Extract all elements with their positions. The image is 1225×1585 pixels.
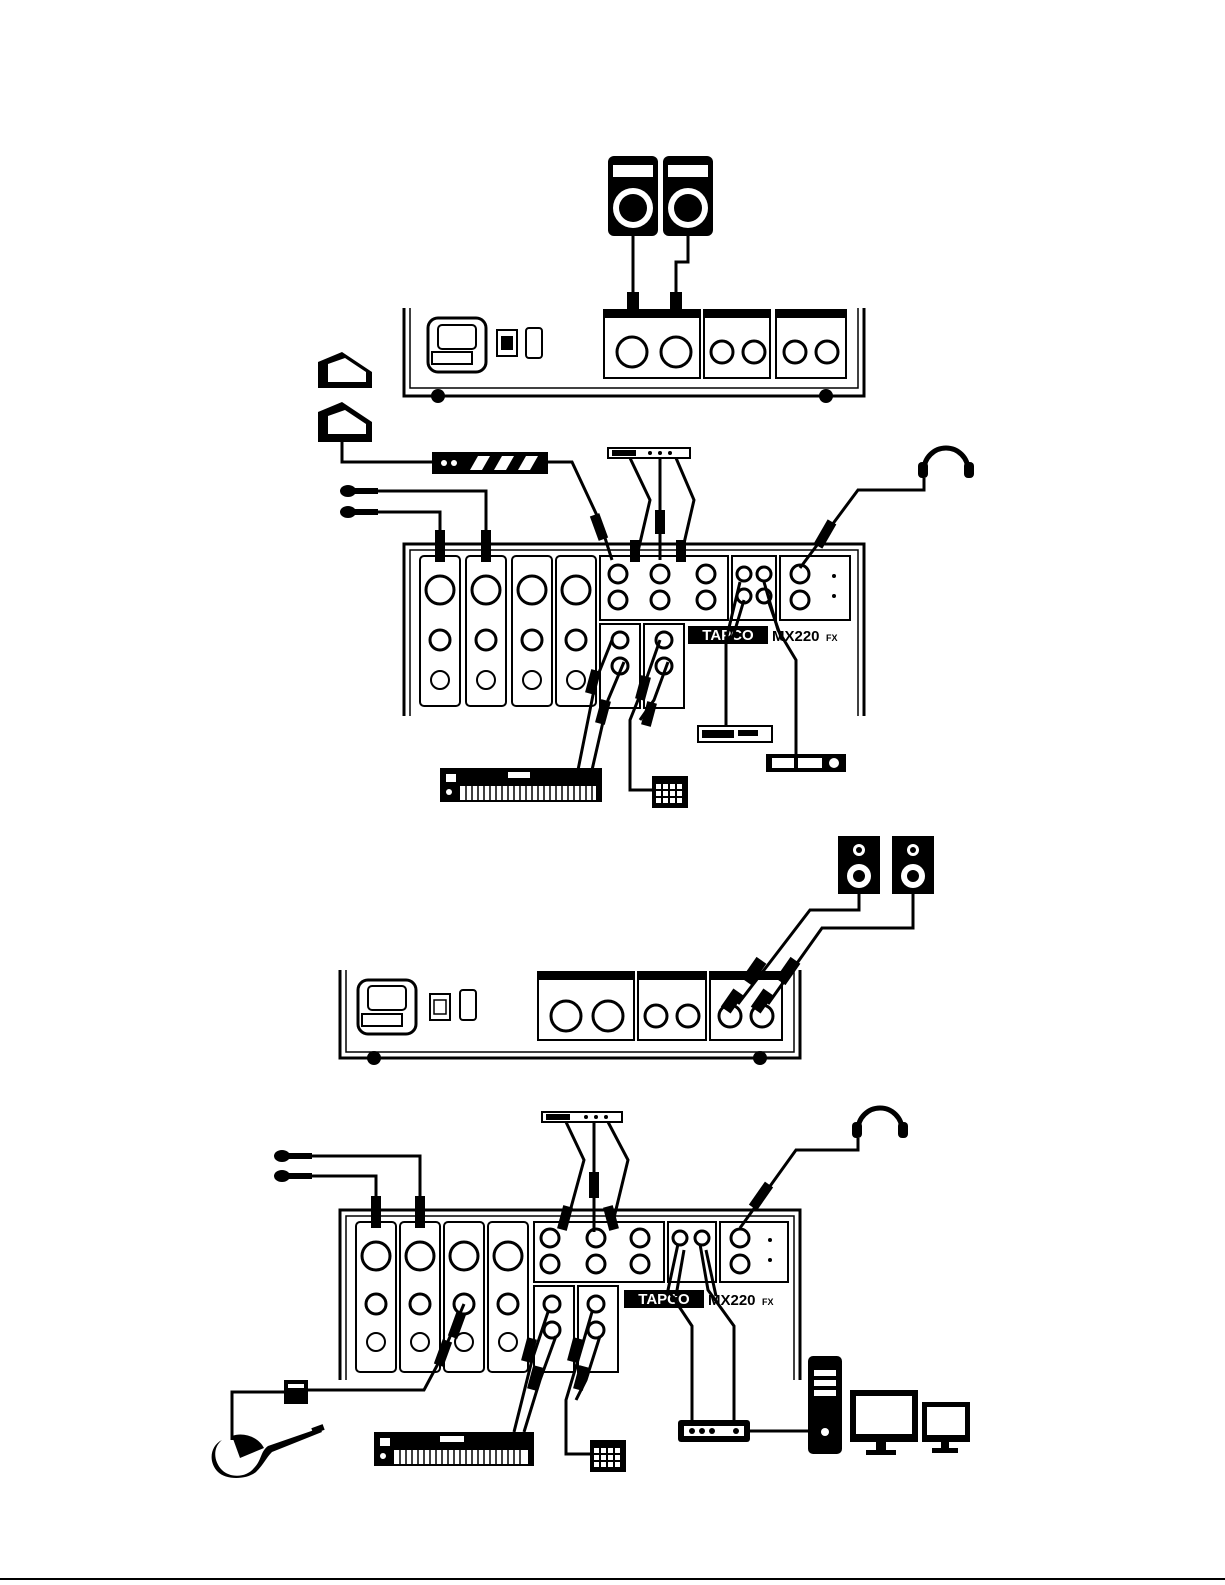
rack-unit-icon [608, 448, 690, 458]
page-rule [0, 1578, 1225, 1580]
jack-plug [590, 513, 608, 541]
xlr-plug [481, 530, 491, 562]
keyboard-icon [374, 1432, 534, 1466]
microphone-icon [274, 1150, 312, 1162]
cable [676, 236, 688, 300]
jack-plug [749, 1182, 773, 1211]
studio-monitor-icon [838, 836, 880, 894]
computer-monitor-icon [850, 1390, 918, 1455]
di-box-icon [284, 1380, 308, 1404]
rack-unit-icon [678, 1420, 750, 1442]
microphone-icon [340, 485, 378, 497]
microphone-icon [340, 506, 378, 518]
microphone-icon [274, 1170, 312, 1182]
jack-plug [589, 1172, 599, 1198]
jack-plug [585, 669, 601, 695]
cable [232, 1392, 284, 1440]
rack-unit-icon [432, 452, 548, 474]
rack-unit-icon [542, 1112, 622, 1122]
cable [676, 458, 694, 552]
mixer-rear-panel [340, 970, 800, 1065]
cable [800, 478, 924, 568]
jack-plug [655, 510, 665, 534]
cable [342, 442, 432, 462]
brand-name: TAPCO [638, 1291, 690, 1308]
studio-setup-diagram: TAPCO MX220 FX [212, 836, 970, 1478]
jack-plug [434, 1339, 452, 1367]
rack-unit-icon [698, 726, 772, 742]
wedge-monitor-icon [318, 402, 372, 442]
mixer-rear-panel [404, 308, 864, 403]
keyboard-icon [440, 768, 602, 802]
drum-machine-icon [652, 776, 688, 808]
cable [378, 512, 440, 560]
jack-plug [595, 699, 611, 725]
cable [312, 1176, 376, 1224]
computer-tower-icon [808, 1356, 842, 1454]
pa-speaker-icon [608, 156, 658, 236]
guitar-icon [212, 1424, 325, 1478]
jack-plug [630, 540, 640, 562]
computer-monitor-icon [922, 1402, 970, 1453]
headphones-icon [918, 448, 974, 478]
xlr-plug [415, 1196, 425, 1228]
studio-monitor-icon [892, 836, 934, 894]
xlr-plug [435, 530, 445, 562]
cable [312, 1156, 420, 1224]
model-suffix: FX [762, 1297, 774, 1307]
pa-speaker-icon [663, 156, 713, 236]
jack-plug [676, 540, 686, 562]
model-suffix: FX [826, 633, 838, 643]
live-setup-diagram: TAPCO MX220 FX [318, 156, 974, 808]
xlr-plug [371, 1196, 381, 1228]
headphones-icon [852, 1108, 908, 1138]
jack-plug [448, 1311, 466, 1339]
wedge-monitor-icon [318, 352, 372, 388]
rack-unit-icon [766, 754, 846, 772]
jack-plug [635, 675, 651, 701]
drum-machine-icon [590, 1440, 626, 1472]
